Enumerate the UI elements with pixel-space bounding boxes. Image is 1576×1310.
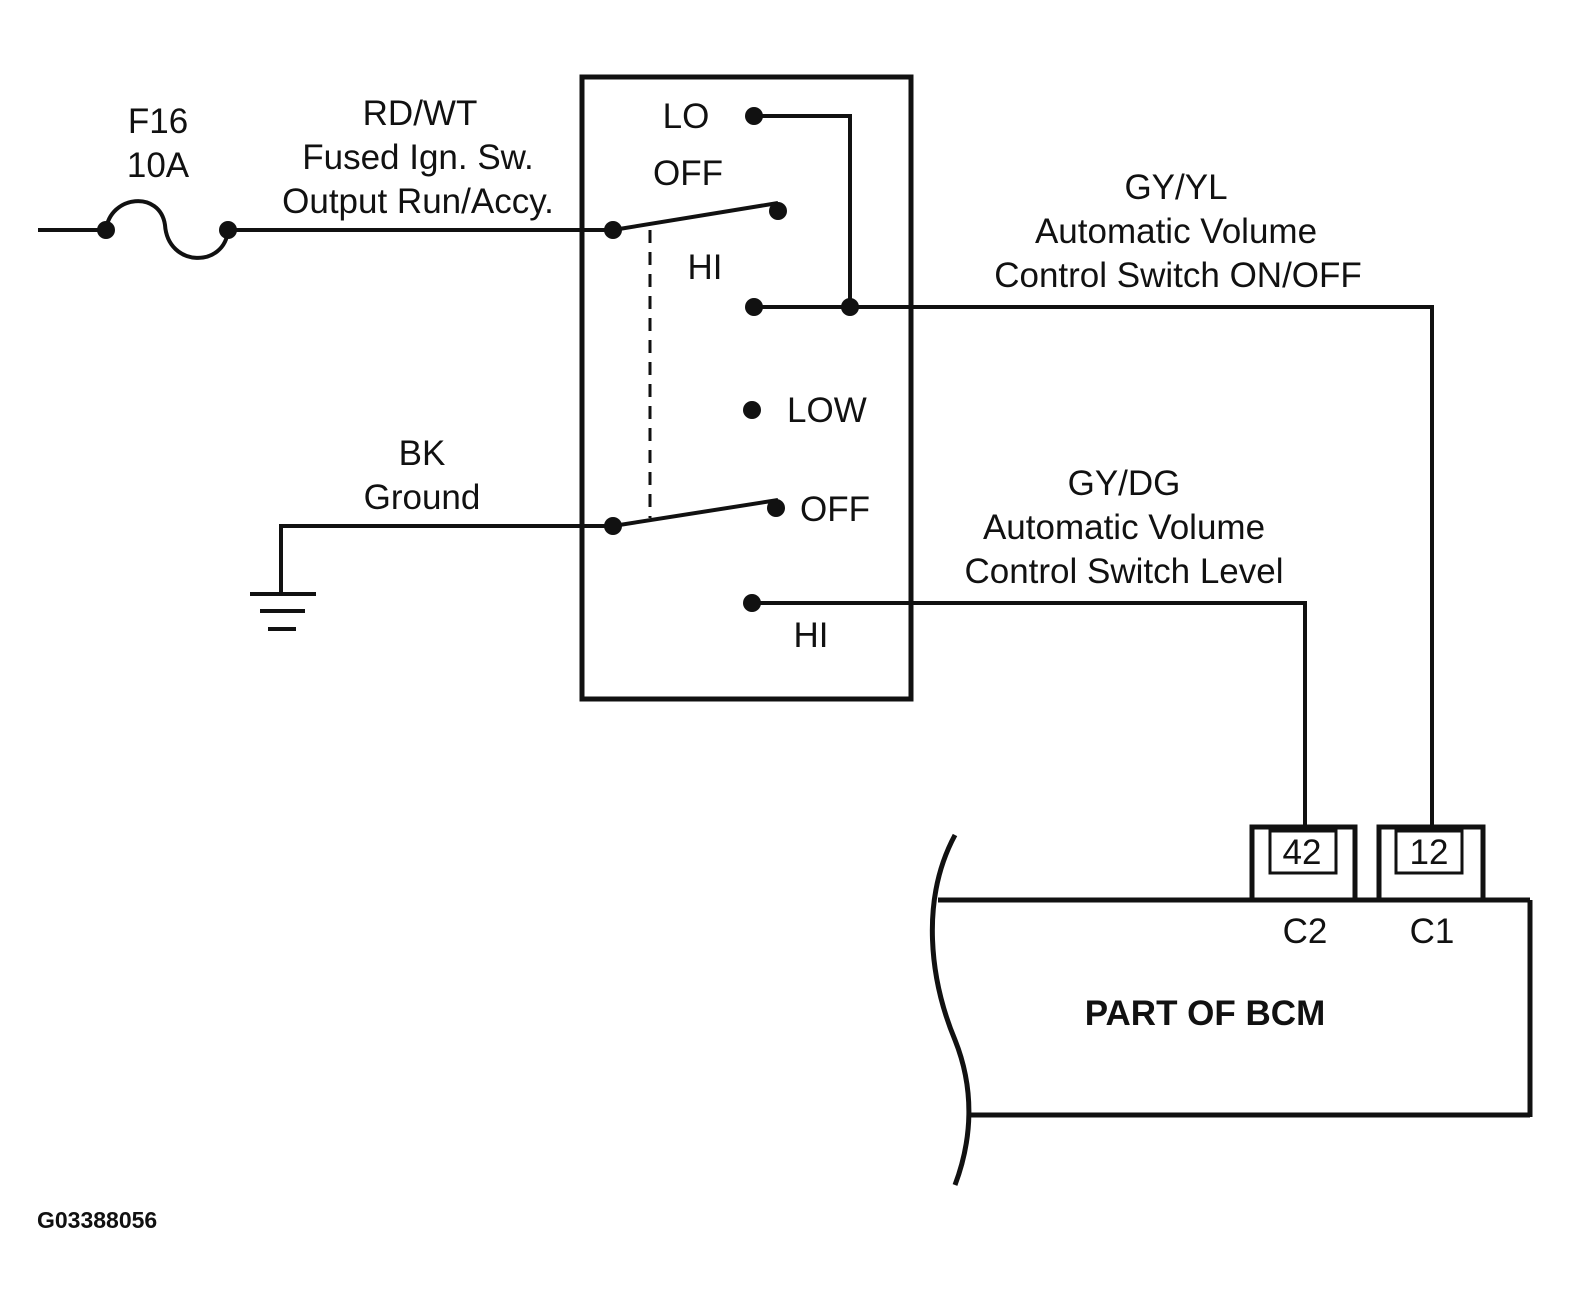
connector-c2-pin: 42 <box>1283 833 1322 872</box>
connector-c1-name: C1 <box>1410 912 1455 951</box>
bcm-label: PART OF BCM <box>1085 994 1325 1033</box>
level-wire-desc-2: Control Switch Level <box>964 552 1283 591</box>
ground-wire-color: BK <box>399 434 446 473</box>
connector-c2: 42 C2 <box>1249 824 1358 951</box>
level-wire-desc-1: Automatic Volume <box>983 508 1265 547</box>
connector-c1: 12 C1 <box>1376 824 1486 951</box>
feed-wire-color: RD/WT <box>363 94 478 133</box>
fuse-id: F16 <box>128 102 188 141</box>
ground-wire: BK Ground <box>250 434 613 631</box>
upper-switch: LO OFF HI <box>604 97 852 316</box>
on-off-wire: GY/YL Automatic Volume Control Switch ON… <box>754 168 1434 827</box>
splice-dot <box>841 298 859 316</box>
feed-wire-desc-1: Fused Ign. Sw. <box>302 138 534 177</box>
connector-c1-pin: 12 <box>1410 833 1449 872</box>
connector-c2-name: C2 <box>1283 912 1328 951</box>
lower-switch: LOW OFF HI <box>604 391 870 655</box>
ground-wire-name: Ground <box>364 478 481 517</box>
on-off-wire-desc-2: Control Switch ON/OFF <box>994 256 1362 295</box>
upper-switch-pivot <box>604 221 622 239</box>
level-wire-color: GY/DG <box>1068 464 1181 503</box>
bcm-break-line <box>929 833 972 1186</box>
on-off-wire-desc-1: Automatic Volume <box>1035 212 1317 251</box>
switch-housing <box>579 74 914 702</box>
fuse-rating: 10A <box>127 146 190 185</box>
upper-off-label: OFF <box>653 154 723 193</box>
bcm-module: PART OF BCM 42 C2 12 C1 <box>929 824 1533 1186</box>
lower-off-label: OFF <box>800 490 870 529</box>
lower-hi-label: HI <box>794 616 829 655</box>
feed-wire: RD/WT Fused Ign. Sw. Output Run/Accy. <box>228 94 613 232</box>
fuse-f16: F16 10A <box>38 102 237 260</box>
lower-low-terminal <box>743 401 761 419</box>
fuse-terminal-in <box>97 221 115 239</box>
on-off-wire-color: GY/YL <box>1124 168 1227 207</box>
feed-wire-desc-2: Output Run/Accy. <box>282 182 554 221</box>
upper-hi-label: HI <box>688 248 723 287</box>
lower-off-terminal <box>767 499 785 517</box>
upper-off-terminal <box>769 202 787 220</box>
upper-lo-label: LO <box>663 97 710 136</box>
figure-id: G03388056 <box>37 1207 157 1233</box>
level-wire: GY/DG Automatic Volume Control Switch Le… <box>752 464 1307 827</box>
lower-low-label: LOW <box>787 391 867 430</box>
